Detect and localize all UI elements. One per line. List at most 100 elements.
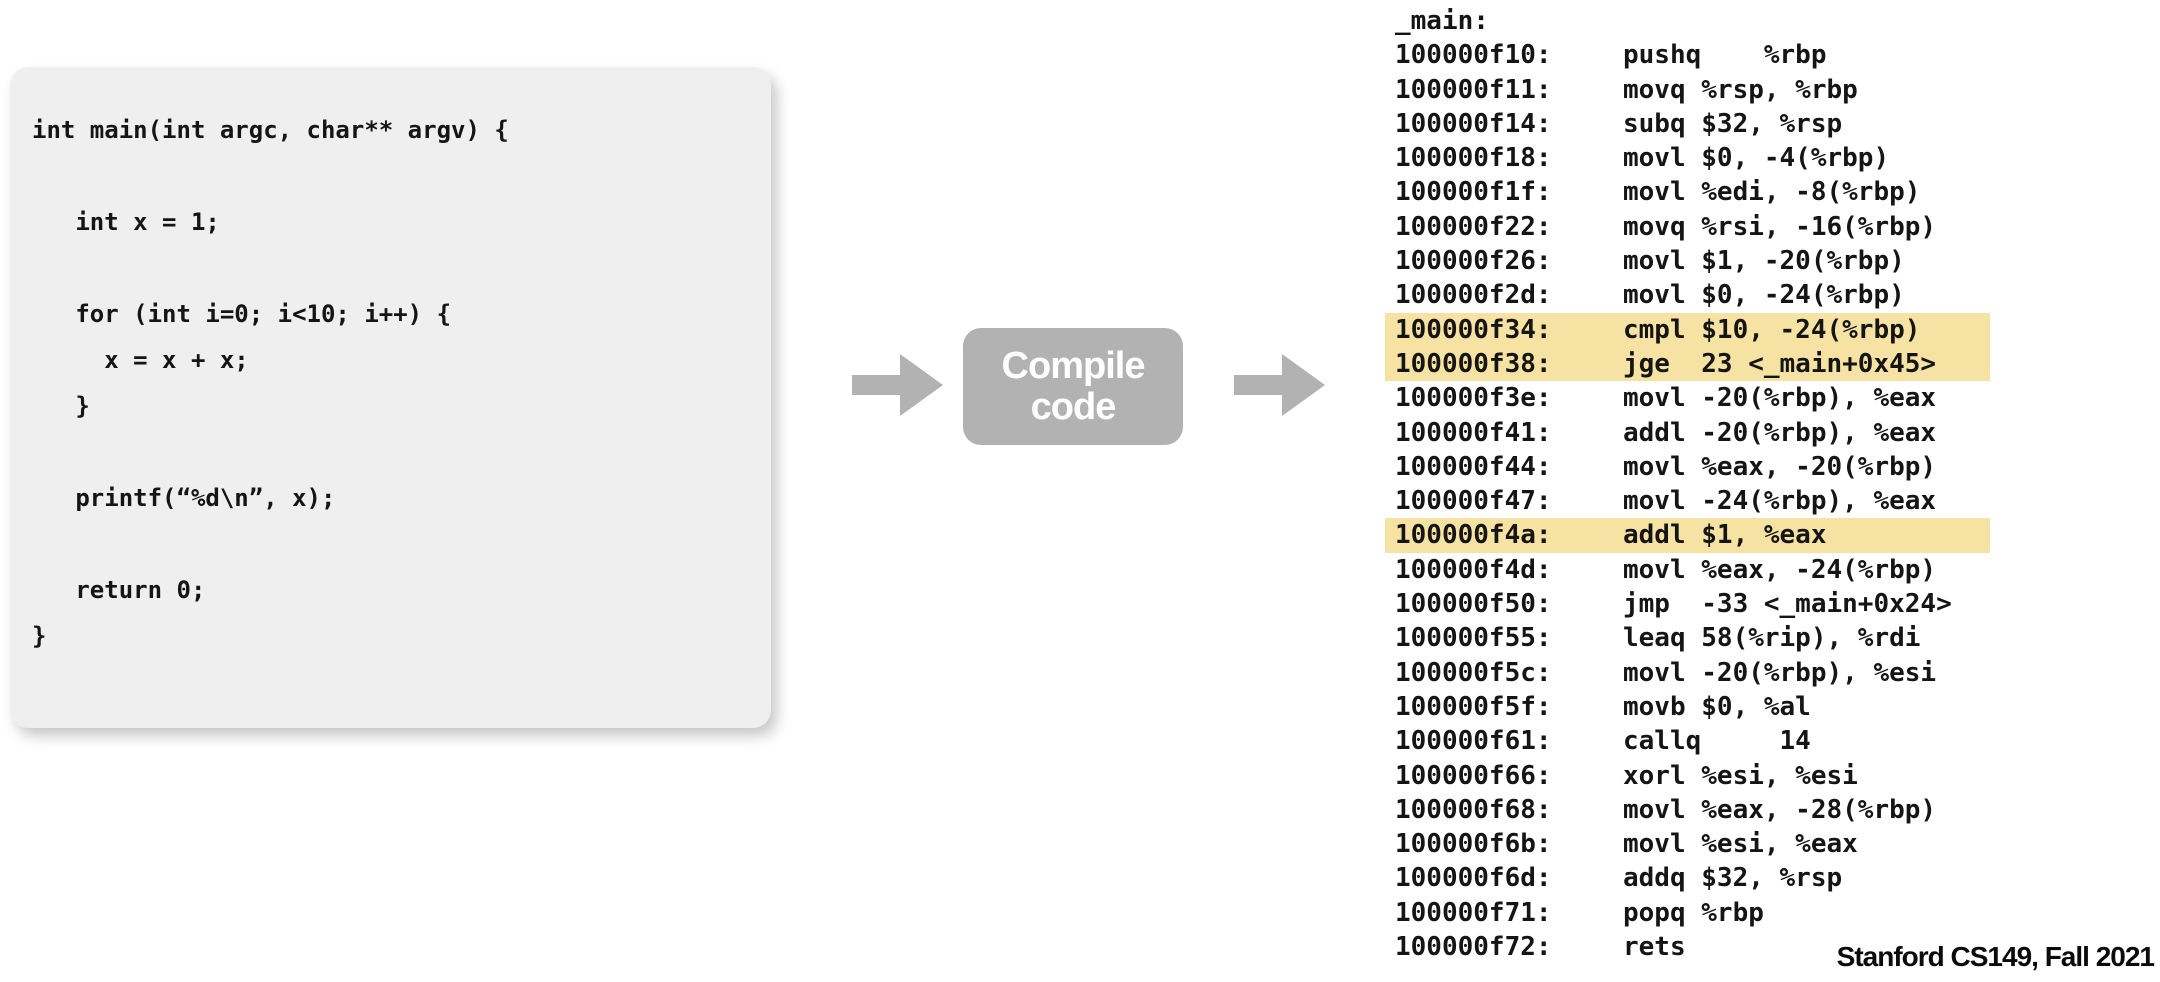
assembly-instruction: movl $1, -20(%rbp)	[1623, 246, 1905, 277]
assembly-address: 100000f47:	[1395, 486, 1552, 517]
assembly-address: 100000f72:	[1395, 932, 1552, 963]
assembly-row: 100000f41: addl -20(%rbp), %eax	[1385, 416, 1990, 450]
assembly-row: 100000f5c: movl -20(%rbp), %esi	[1385, 656, 1990, 690]
assembly-instruction: movl %eax, -28(%rbp)	[1623, 794, 1937, 825]
assembly-address: 100000f2d:	[1395, 280, 1552, 311]
assembly-instruction: movb $0, %al	[1623, 691, 1811, 722]
assembly-address: 100000f55:	[1395, 623, 1552, 654]
assembly-address: 100000f18:	[1395, 143, 1552, 174]
assembly-address: 100000f14:	[1395, 108, 1552, 139]
assembly-address: 100000f3e:	[1395, 383, 1552, 414]
assembly-row: 100000f3e: movl -20(%rbp), %eax	[1385, 381, 1990, 415]
assembly-address: 100000f11:	[1395, 74, 1552, 105]
source-code-line: for (int i=0; i<10; i++) {	[32, 300, 452, 328]
assembly-instruction: cmpl $10, -24(%rbp)	[1623, 314, 1921, 345]
assembly-row-highlighted: 100000f4a: addl $1, %eax	[1385, 518, 1990, 553]
assembly-instruction: movq %rsp, %rbp	[1623, 74, 1858, 105]
assembly-instruction: movl $0, -4(%rbp)	[1623, 143, 1890, 174]
assembly-row-highlighted: 100000f34: cmpl $10, -24(%rbp)	[1385, 312, 1990, 347]
assembly-row: 100000f44: movl %eax, -20(%rbp)	[1385, 450, 1990, 484]
assembly-row: 100000f50: jmp -33 <_main+0x24>	[1385, 587, 1990, 621]
right-arrow-icon	[1234, 354, 1325, 416]
assembly-address: 100000f1f:	[1395, 177, 1552, 208]
assembly-instruction: xorl %esi, %esi	[1623, 760, 1858, 791]
assembly-instruction: callq 14	[1623, 726, 1811, 757]
assembly-address: 100000f6d:	[1395, 863, 1552, 894]
assembly-address: 100000f26:	[1395, 246, 1552, 277]
assembly-address: 100000f66:	[1395, 760, 1552, 791]
compile-code-label-line1: Compile	[1001, 344, 1146, 387]
assembly-instruction: rets	[1623, 932, 1686, 963]
compile-code-box: Compile code	[963, 328, 1183, 445]
assembly-row: 100000f6d: addq $32, %rsp	[1385, 861, 1990, 895]
assembly-row: 100000f11: movq %rsp, %rbp	[1385, 73, 1990, 107]
assembly-address: 100000f41:	[1395, 417, 1552, 448]
source-code-line: int main(int argc, char** argv) {	[32, 116, 509, 144]
assembly-instruction: movl %eax, -20(%rbp)	[1623, 451, 1937, 482]
compile-code-label-line2: code	[1030, 385, 1117, 428]
source-code-line	[32, 153, 761, 199]
assembly-instruction: movl %esi, %eax	[1623, 829, 1858, 860]
source-code-line	[32, 245, 761, 291]
assembly-address: 100000f61:	[1395, 726, 1552, 757]
assembly-row: 100000f71: popq %rbp	[1385, 896, 1990, 930]
assembly-address: 100000f6b:	[1395, 829, 1552, 860]
source-code-line: }	[32, 622, 47, 650]
assembly-address: 100000f5c:	[1395, 657, 1552, 688]
assembly-address: 100000f68:	[1395, 794, 1552, 825]
assembly-instruction: addq $32, %rsp	[1623, 863, 1843, 894]
assembly-instruction: movl -20(%rbp), %eax	[1623, 383, 1937, 414]
assembly-instruction: movl $0, -24(%rbp)	[1623, 280, 1905, 311]
assembly-row: 100000f6b: movl %esi, %eax	[1385, 827, 1990, 861]
assembly-instruction: jmp -33 <_main+0x24>	[1623, 589, 1952, 620]
source-code-line: }	[32, 392, 90, 420]
assembly-instruction: movq %rsi, -16(%rbp)	[1623, 211, 1937, 242]
source-code-line: x = x + x;	[32, 346, 249, 374]
source-code-line: return 0;	[32, 576, 206, 604]
assembly-row: 100000f4d:movl %eax, -24(%rbp)	[1385, 553, 1990, 587]
assembly-row: 100000f72: rets	[1385, 930, 1990, 964]
right-arrow-icon	[852, 354, 943, 416]
source-code-line: printf(“%d\n”, x);	[32, 484, 336, 512]
assembly-instruction: movl %edi, -8(%rbp)	[1623, 177, 1921, 208]
assembly-listing: _main: 100000f10: pushq %rbp 100000f11: mov…	[1385, 4, 2035, 964]
assembly-address: 100000f4a:	[1395, 520, 1552, 551]
source-code-panel: int main(int argc, char** argv) { int x …	[10, 67, 771, 728]
assembly-instruction: popq %rbp	[1623, 897, 1764, 928]
assembly-address: 100000f10:	[1395, 40, 1552, 71]
assembly-row-highlighted: 100000f38:jge 23 <_main+0x45>	[1385, 346, 1990, 382]
assembly-row: 100000f2d: movl $0, -24(%rbp)	[1385, 278, 1990, 312]
assembly-row: 100000f1f: movl %edi, -8(%rbp)	[1385, 175, 1990, 209]
assembly-row: 100000f47: movl -24(%rbp), %eax	[1385, 484, 1990, 518]
assembly-instruction: leaq 58(%rip), %rdi	[1623, 623, 1921, 654]
assembly-instruction: movl %eax, -24(%rbp)	[1623, 554, 1937, 585]
assembly-address: 100000f5f:	[1395, 691, 1552, 722]
assembly-row: 100000f14: subq $32, %rsp	[1385, 107, 1990, 141]
assembly-row: 100000f66: xorl %esi, %esi	[1385, 759, 1990, 793]
source-code-line	[32, 521, 761, 567]
source-code-line	[32, 429, 761, 475]
assembly-instruction: addl -20(%rbp), %eax	[1623, 417, 1937, 448]
slide-credit: Stanford CS149, Fall 2021	[1836, 941, 2155, 972]
assembly-label: _main:	[1395, 6, 1489, 36]
assembly-row: 100000f61: callq 14	[1385, 724, 1990, 758]
assembly-row: 100000f68: movl %eax, -28(%rbp)	[1385, 793, 1990, 827]
assembly-address: 100000f71:	[1395, 897, 1552, 928]
assembly-row: 100000f18: movl $0, -4(%rbp)	[1385, 141, 1990, 175]
assembly-instruction: jge 23 <_main+0x45>	[1623, 348, 1937, 379]
assembly-instruction: pushq %rbp	[1623, 40, 1827, 71]
assembly-address: 100000f44:	[1395, 451, 1552, 482]
source-code-line: int x = 1;	[32, 208, 220, 236]
assembly-row: 100000f5f: movb $0, %al	[1385, 690, 1990, 724]
assembly-address: 100000f50:	[1395, 589, 1552, 620]
assembly-address: 100000f34:	[1395, 314, 1552, 345]
assembly-instruction: subq $32, %rsp	[1623, 108, 1843, 139]
assembly-row: 100000f55: leaq 58(%rip), %rdi	[1385, 621, 1990, 655]
assembly-instruction: movl -20(%rbp), %esi	[1623, 657, 1937, 688]
assembly-instruction: addl $1, %eax	[1623, 520, 1827, 551]
assembly-row: 100000f22: movq %rsi, -16(%rbp)	[1385, 210, 1990, 244]
assembly-row: 100000f10: pushq %rbp	[1385, 38, 1990, 72]
assembly-address: 100000f22:	[1395, 211, 1552, 242]
assembly-instruction: movl -24(%rbp), %eax	[1623, 486, 1937, 517]
